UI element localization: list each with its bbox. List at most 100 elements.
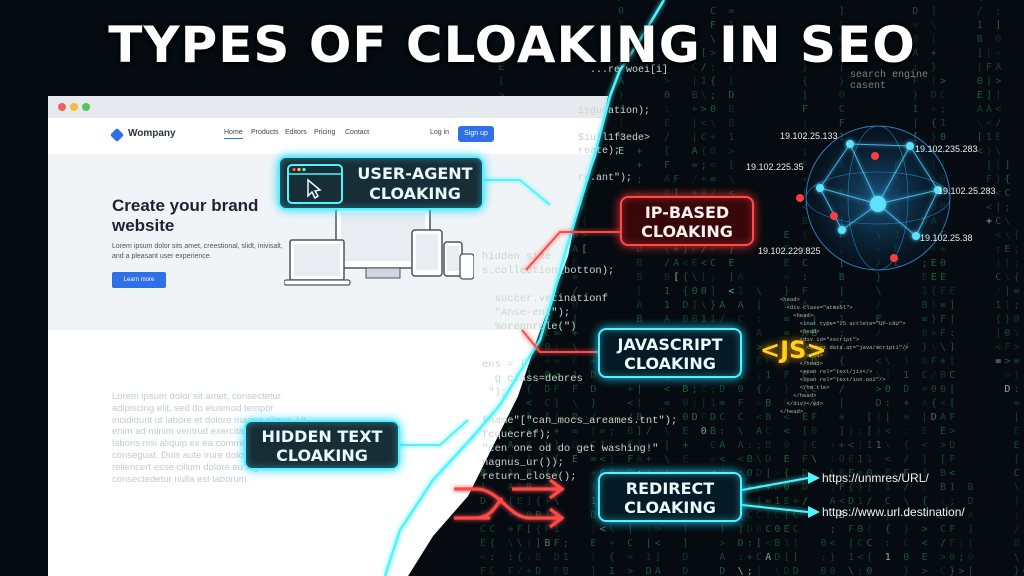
rain-glyph: [ <box>701 272 707 283</box>
rain-glyph: F <box>839 482 845 493</box>
rain-glyph: { <box>710 76 716 87</box>
rain-glyph: F <box>811 412 817 423</box>
rain-glyph: F <box>940 328 946 339</box>
rain-glyph: : <box>526 552 532 563</box>
rain-glyph: E <box>728 258 734 269</box>
rain-glyph: F <box>544 524 550 535</box>
rain-glyph: : <box>609 440 615 451</box>
rain-glyph: < <box>728 286 734 297</box>
rain-glyph: A <box>508 482 514 493</box>
rain-glyph: = <box>572 426 578 437</box>
nav-products[interactable]: Products <box>251 129 279 136</box>
rain-glyph: | <box>802 90 808 101</box>
nav-home[interactable]: Home <box>224 129 243 139</box>
rain-glyph: | <box>1004 286 1010 297</box>
nav-contact[interactable]: Contact <box>345 129 370 136</box>
signup-button[interactable]: Sign up <box>458 126 494 142</box>
rain-glyph: } <box>903 524 909 535</box>
login-link[interactable]: Log in <box>430 129 450 136</box>
rain-glyph: > <box>756 342 762 353</box>
rain-glyph: < <box>995 342 1001 353</box>
rain-glyph: 0 <box>949 552 955 563</box>
rain-glyph: \ <box>940 342 946 353</box>
rain-glyph: [ <box>866 426 872 437</box>
rain-glyph: / <box>765 384 771 395</box>
nav-pricing[interactable]: Pricing <box>314 129 336 136</box>
rain-glyph: 0 <box>572 230 578 241</box>
rain-glyph: 0 <box>1014 314 1020 325</box>
rain-glyph: : <box>756 314 762 325</box>
rain-glyph: \ <box>1004 272 1010 283</box>
rain-glyph: + <box>682 440 688 451</box>
rain-glyph: C <box>701 384 707 395</box>
rain-glyph: | <box>618 34 624 45</box>
label-line: USER-AGENT <box>357 164 473 183</box>
rain-glyph: 1 <box>949 482 955 493</box>
rain-glyph: < <box>784 426 790 437</box>
rain-glyph: 1 <box>857 454 863 465</box>
hidden-text-cloaking-box: HIDDEN TEXT CLOAKING <box>244 420 400 470</box>
rain-glyph: | <box>968 566 974 576</box>
rain-glyph: + <box>590 356 596 367</box>
nav-editors[interactable]: Editors <box>285 129 307 136</box>
rain-glyph: : <box>498 48 504 59</box>
rain-glyph: B <box>811 328 817 339</box>
rain-glyph: ; <box>554 342 560 353</box>
rain-glyph: { <box>931 118 937 129</box>
rain-glyph: : <box>885 398 891 409</box>
rain-glyph: ; <box>857 426 863 437</box>
rain-glyph: ; <box>636 174 642 185</box>
rain-glyph: ] <box>655 552 661 563</box>
rain-glyph: < <box>636 188 642 199</box>
rain-glyph: / <box>876 328 882 339</box>
rain-glyph: / <box>903 482 909 493</box>
rain-glyph: F <box>802 160 808 171</box>
rain-glyph: : <box>765 342 771 353</box>
rain-glyph: + <box>544 356 550 367</box>
rain-glyph: [ <box>756 538 762 549</box>
rain-glyph: < <box>922 538 928 549</box>
rain-glyph: \ <box>572 398 578 409</box>
rain-glyph: C <box>710 6 716 17</box>
rain-glyph: A <box>802 328 808 339</box>
rain-glyph: = <box>784 328 790 339</box>
rain-glyph: > <box>958 566 964 576</box>
rain-glyph: 0 <box>544 370 550 381</box>
rain-glyph: B <box>572 412 578 423</box>
rain-glyph: C <box>747 510 753 521</box>
rain-glyph: C <box>940 566 946 576</box>
rain-glyph: { <box>609 552 615 563</box>
rain-glyph: 1 <box>728 20 734 31</box>
rain-glyph: < <box>526 398 532 409</box>
rain-glyph: + <box>508 524 514 535</box>
rain-glyph: \ <box>848 566 854 576</box>
rain-glyph: B <box>636 412 642 423</box>
rain-glyph: 0 <box>940 132 946 143</box>
rain-glyph: < <box>784 412 790 423</box>
rain-glyph: \ <box>738 426 744 437</box>
label-line: CLOAKING <box>641 222 733 241</box>
rain-glyph: ] <box>839 426 845 437</box>
rain-glyph: C <box>1004 188 1010 199</box>
rain-glyph: / <box>1014 524 1020 535</box>
rain-glyph: 0 <box>701 188 707 199</box>
rain-glyph: ] <box>986 90 992 101</box>
rain-glyph: / <box>903 454 909 465</box>
rain-glyph: ] <box>839 6 845 17</box>
rain-glyph: B <box>839 272 845 283</box>
rain-glyph: 0 <box>1004 328 1010 339</box>
rain-glyph: + <box>526 426 532 437</box>
rain-glyph: + <box>830 440 836 451</box>
rain-glyph: C <box>940 90 946 101</box>
rain-glyph: A <box>940 412 946 423</box>
rain-glyph: } <box>784 286 790 297</box>
rain-glyph: [ <box>673 272 679 283</box>
rain-glyph: | <box>664 440 670 451</box>
learn-more-button[interactable]: Learn more <box>112 272 166 288</box>
rain-glyph: { <box>508 496 514 507</box>
rain-glyph: C <box>885 496 891 507</box>
rain-glyph: > <box>664 76 670 87</box>
rain-glyph: B <box>774 538 780 549</box>
rain-glyph: ; <box>710 272 716 283</box>
